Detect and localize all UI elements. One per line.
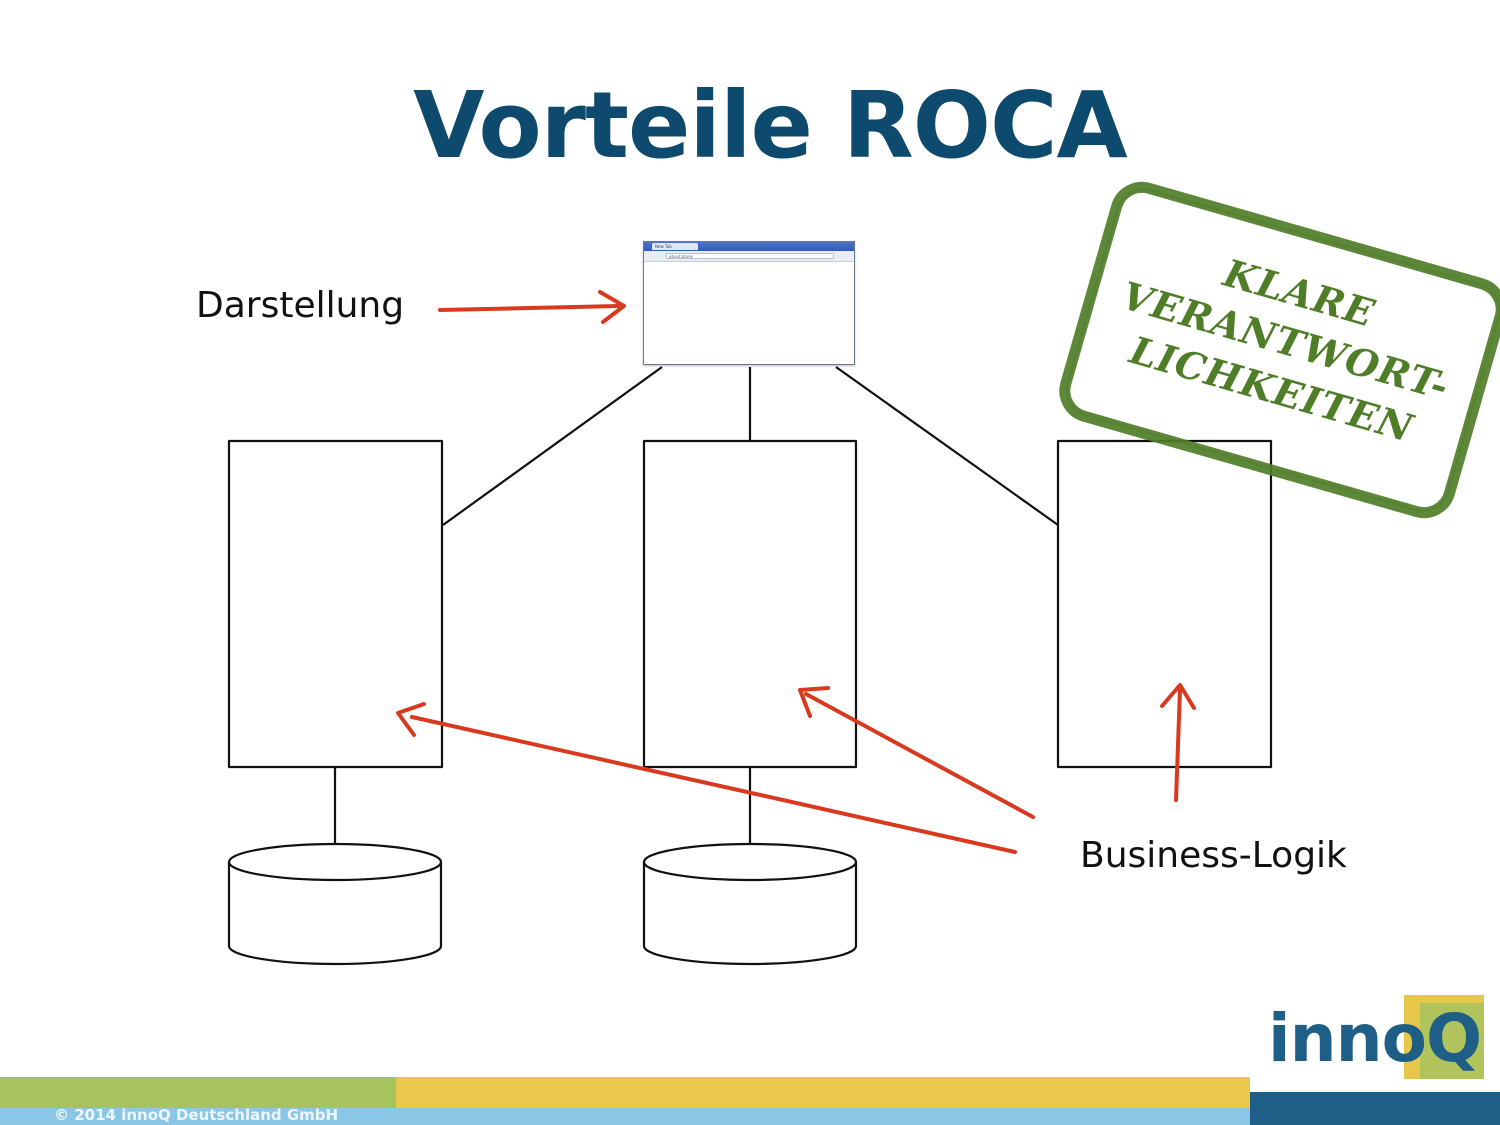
database-center (642, 842, 858, 966)
label-business-logik: Business-Logik (1080, 835, 1347, 876)
innoq-logo: innoQ (1268, 995, 1484, 1079)
arrow-darstellung (438, 290, 626, 324)
service-box-right (1056, 439, 1273, 769)
browser-toolbar: about:blank (644, 251, 854, 262)
browser-tab: New Tab (652, 243, 698, 250)
logo-wordmark: innoQ (1268, 997, 1482, 1081)
database-left (227, 842, 443, 966)
logo-text-q: Q (1425, 1000, 1482, 1077)
browser-address-bar: about:blank (666, 253, 834, 259)
arrow-business-right (1160, 683, 1196, 802)
arrow-business-center (798, 686, 1035, 819)
arrow-business-left (396, 702, 1017, 854)
footer-band-dark-blue (1250, 1092, 1500, 1125)
service-box-center (642, 439, 858, 769)
logo-text-inno: inno (1268, 1000, 1427, 1077)
footer-band-yellow (396, 1077, 1250, 1110)
browser-window: New Tab about:blank (643, 241, 855, 365)
logo-q-background-green (1420, 1003, 1484, 1079)
connector-browser-left (442, 366, 663, 526)
copyright-text: © 2014 innoQ Deutschland GmbH (54, 1106, 339, 1124)
service-box-left (227, 439, 444, 769)
footer-band-light-blue (0, 1108, 1250, 1125)
connector-browser-right (835, 366, 1059, 526)
slide-title: Vorteile ROCA (413, 72, 1127, 179)
label-darstellung: Darstellung (196, 285, 405, 326)
browser-titlebar: New Tab (644, 242, 854, 251)
footer-band-green (0, 1077, 396, 1110)
